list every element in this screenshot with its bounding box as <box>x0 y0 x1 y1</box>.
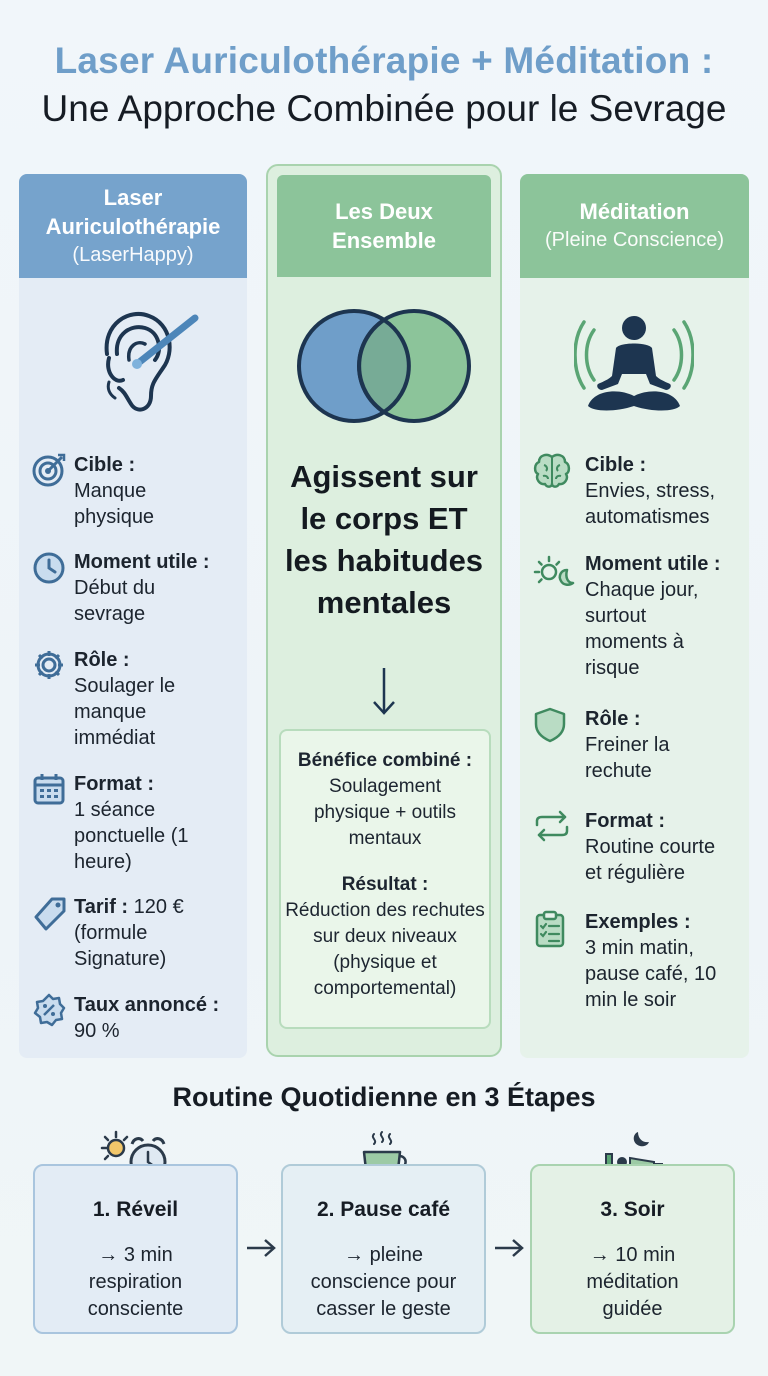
meditation-item-format: Format : Routine courte et régulière <box>533 808 735 886</box>
step-body: → pleine conscience pour casser le geste <box>283 1242 484 1323</box>
routine-step-evening: 3. Soir → 10 min méditation guidée <box>530 1164 735 1334</box>
page-title-line-1: Laser Auriculothérapie + Méditation : <box>54 40 714 81</box>
laser-item-label: Format : <box>74 773 154 795</box>
laser-item-price: Tarif : 120 € (formule Signature) <box>32 894 224 972</box>
together-column-header: Les Deux Ensemble <box>277 175 491 277</box>
repeat-icon <box>535 810 569 842</box>
laser-item-label: Taux annoncé : <box>74 994 220 1016</box>
together-main-text: Agissent sur le corps ET les habitudes m… <box>268 456 500 624</box>
laser-item-label: Rôle : <box>74 649 130 671</box>
step-body-text: → pleine conscience pour casser le geste <box>310 1244 457 1320</box>
laser-item-label: Tarif : <box>74 896 129 918</box>
laser-item-value: Manque physique <box>74 480 155 528</box>
routine-title: Routine Quotidienne en 3 Étapes <box>172 1082 596 1112</box>
laser-column-subtitle: (LaserHappy) <box>72 243 194 266</box>
meditation-item-value: 3 min matin, pause café, 10 min le soir <box>585 937 717 1011</box>
laser-item-label: Cible : <box>74 454 136 476</box>
meditation-item-label: Exemples : <box>585 911 691 933</box>
laser-item-role: Rôle : Soulager le manque immédiat <box>32 647 204 751</box>
meditation-item-target: Cible : Envies, stress, automatismes <box>533 452 735 530</box>
result-label: Résultat : <box>341 874 429 895</box>
laser-column-header: Laser Auriculothérapie (LaserHappy) <box>19 174 247 278</box>
meditation-column-header: Méditation (Pleine Conscience) <box>520 174 749 278</box>
laser-item-moment: Moment utile : Début du sevrage <box>32 549 234 627</box>
meditation-column-title: Méditation <box>579 199 690 224</box>
laser-item-rate: Taux annoncé : 90 % <box>32 992 234 1044</box>
meditation-item-label: Format : <box>585 810 665 832</box>
clock-icon <box>33 552 65 584</box>
meditating-person-icon <box>574 316 694 411</box>
sun-moon-icon <box>533 555 575 586</box>
shield-icon <box>534 707 566 743</box>
benefit-value: Soulagement physique + outils mentaux <box>313 776 457 849</box>
percent-badge-icon <box>33 993 66 1027</box>
routine-step-wake: 1. Réveil → 3 min respiration consciente <box>33 1164 238 1334</box>
step-body: → 10 min méditation guidée <box>532 1242 733 1323</box>
step-body-text: → 10 min méditation guidée <box>586 1244 679 1320</box>
brain-icon <box>533 453 571 488</box>
laser-item-value: Début du sevrage <box>74 577 156 625</box>
meditation-item-value: Chaque jour, surtout moments à risque <box>585 579 699 679</box>
arrow-down-icon <box>373 668 395 715</box>
step-title: 1. Réveil <box>92 1198 179 1221</box>
calendar-icon <box>33 774 65 805</box>
meditation-item-value: Envies, stress, automatismes <box>585 480 716 528</box>
price-tag-icon <box>34 897 66 931</box>
result-value: Réduction des rechutes sur deux niveaux … <box>285 900 485 999</box>
step-body: → 3 min respiration consciente <box>35 1242 236 1323</box>
meditation-item-label: Rôle : <box>585 708 641 730</box>
meditation-item-value: Freiner la rechute <box>585 734 670 782</box>
together-column: Les Deux Ensemble Agissent sur le corps … <box>266 164 502 1057</box>
meditation-column: Méditation (Pleine Conscience) Cible : En… <box>520 174 749 1058</box>
meditation-item-examples: Exemples : 3 min matin, pause café, 10 mi… <box>533 909 735 1013</box>
gear-icon <box>35 651 63 679</box>
meditation-item-label: Cible : <box>585 454 647 476</box>
arrow-right-icon <box>247 1239 276 1257</box>
together-column-title: Les Deux Ensemble <box>332 199 436 253</box>
together-main-text-content: Agissent sur le corps ET les habitudes m… <box>284 459 484 620</box>
step-body-text: → 3 min respiration consciente <box>87 1244 184 1320</box>
step-title: 2. Pause café <box>316 1198 451 1221</box>
laser-item-format: Format : 1 séance ponctuelle (1 heure) <box>32 771 199 875</box>
meditation-item-value: Routine courte et régulière <box>585 836 716 884</box>
laser-item-value: Soulager le manque immédiat <box>74 675 176 749</box>
meditation-item-role: Rôle : Freiner la rechute <box>533 706 705 784</box>
page-title-line-2: Une Approche Combinée pour le Sevrage <box>41 88 727 129</box>
laser-item-value: 90 % <box>74 1020 120 1042</box>
meditation-column-subtitle: (Pleine Conscience) <box>545 229 724 251</box>
benefit-label: Bénéfice combiné : <box>297 750 473 771</box>
laser-item-value: 1 séance ponctuelle (1 heure) <box>74 799 189 873</box>
laser-item-label: Moment utile : <box>74 551 210 573</box>
target-icon <box>32 453 66 487</box>
arrow-right-icon <box>495 1239 524 1257</box>
laser-item-value: 120 € (formule Signature) <box>74 896 184 970</box>
routine-step-coffee-break: 2. Pause café → pleine conscience pour c… <box>281 1164 486 1334</box>
meditation-item-label: Moment utile : <box>585 553 721 575</box>
laser-column-title: Laser Auriculothérapie <box>45 184 221 239</box>
ear-laser-icon <box>104 312 199 412</box>
laser-item-target: Cible : Manque physique <box>32 452 224 530</box>
combined-benefit-box: Bénéfice combiné : Soulagement physique … <box>279 729 491 1029</box>
laser-column: Laser Auriculothérapie (LaserHappy) Cibl… <box>19 174 247 1058</box>
step-title: 3. Soir <box>600 1198 665 1221</box>
venn-diagram-icon <box>297 309 471 423</box>
meditation-item-moment: Moment utile : Chaque jour, surtout momen… <box>533 551 735 681</box>
clipboard-icon <box>535 910 565 948</box>
